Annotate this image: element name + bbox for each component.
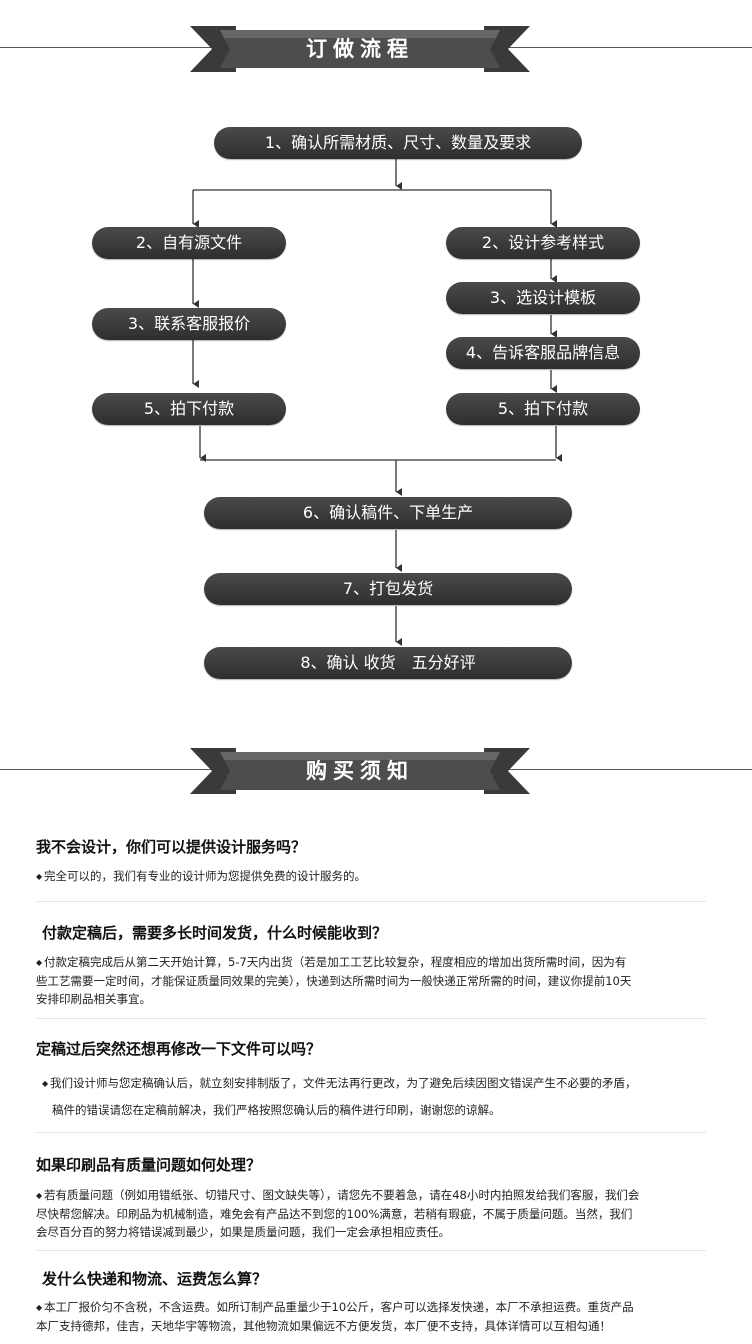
flow-right-step-2: 2、设计参考样式 xyxy=(446,227,640,259)
flow-right-step-4: 4、告诉客服品牌信息 xyxy=(446,337,640,369)
flow-step-7: 7、打包发货 xyxy=(204,573,572,605)
flow-left-step-2: 2、自有源文件 xyxy=(92,227,286,259)
faq-answer: ◆若有质量问题（例如用错纸张、切错尺寸、图文缺失等），请您先不要着急，请在48小… xyxy=(36,1186,720,1241)
faq-answer: ◆我们设计师与您定稿确认后，就立刻安排制版了，文件无法再行更改，为了避免后续因图… xyxy=(42,1070,726,1123)
notice-banner: 购买须知 xyxy=(0,746,752,796)
bullet-icon: ◆ xyxy=(36,958,43,967)
answer-line: 安排印刷品相关事宜。 xyxy=(36,992,151,1006)
answer-line: 本工厂报价匀不含税，不含运费。如所订制产品重量少于10公斤，客户可以选择发快递，… xyxy=(44,1300,634,1314)
answer-line: 尽快帮您解决。印刷品为机械制造，难免会有产品达不到您的100%满意，若稍有瑕疵，… xyxy=(36,1207,633,1221)
answer-line: 会尽百分百的努力将错误减到最少，如果是质量问题，我们一定会承担相应责任。 xyxy=(36,1225,450,1239)
bullet-icon: ◆ xyxy=(36,1303,43,1312)
faq-answer: ◆完全可以的，我们有专业的设计师为您提供免费的设计服务的。 xyxy=(36,867,720,886)
flow-connectors xyxy=(192,159,562,646)
flow-step-8: 8、确认 收货 五分好评 xyxy=(204,647,572,679)
bullet-icon: ◆ xyxy=(36,1191,43,1200)
answer-line: 完全可以的，我们有专业的设计师为您提供免费的设计服务的。 xyxy=(44,869,366,883)
flow-left-step-3: 3、联系客服报价 xyxy=(92,308,286,340)
faq-question: 如果印刷品有质量问题如何处理？ xyxy=(36,1156,262,1174)
flow-step-1: 1、确认所需材质、尺寸、数量及要求 xyxy=(214,127,582,159)
faq-answer: ◆本工厂报价匀不含税，不含运费。如所订制产品重量少于10公斤，客户可以选择发快递… xyxy=(36,1298,720,1335)
faq-divider xyxy=(36,1018,706,1019)
answer-line: 些工艺需要一定时间，才能保证质量同效果的完美），快递到达所需时间为一般快递正常所… xyxy=(36,974,632,988)
answer-line: 稿件的错误请您在定稿前解决，我们严格按照您确认后的稿件进行印刷，谢谢您的谅解。 xyxy=(52,1103,501,1117)
flow-right-step-5: 5、拍下付款 xyxy=(446,393,640,425)
faq-divider xyxy=(36,1250,706,1251)
flow-step-6: 6、确认稿件、下单生产 xyxy=(204,497,572,529)
faq-divider xyxy=(36,1132,706,1133)
banner-ribbon xyxy=(190,748,530,794)
flow-left-step-5: 5、拍下付款 xyxy=(92,393,286,425)
process-banner: 订做流程 xyxy=(0,24,752,74)
faq-divider xyxy=(36,901,706,902)
faq-answer: ◆付款定稿完成后从第二天开始计算，5-7天内出货（若是加工工艺比较复杂，程度相应… xyxy=(36,953,720,1008)
flow-right-step-3: 3、选设计模板 xyxy=(446,282,640,314)
faq-question: 定稿过后突然还想再修改一下文件可以吗？ xyxy=(36,1040,322,1058)
faq-question: 发什么快递和物流、运费怎么算？ xyxy=(42,1270,268,1288)
banner-ribbon xyxy=(190,26,530,72)
faq-question: 付款定稿后，需要多长时间发货，什么时候能收到？ xyxy=(42,924,388,942)
notice-title: 购买须知 xyxy=(306,759,414,783)
answer-line: 我们设计师与您定稿确认后，就立刻安排制版了，文件无法再行更改，为了避免后续因图文… xyxy=(50,1076,637,1090)
process-title: 订做流程 xyxy=(306,37,414,61)
answer-line: 本厂支持德邦，佳吉，天地华宇等物流，其他物流如果偏远不方便发货，本厂便不支持，具… xyxy=(36,1319,611,1333)
answer-line: 付款定稿完成后从第二天开始计算，5-7天内出货（若是加工工艺比较复杂，程度相应的… xyxy=(44,955,627,969)
faq-question: 我不会设计，你们可以提供设计服务吗？ xyxy=(36,838,307,856)
bullet-icon: ◆ xyxy=(36,872,43,881)
answer-line: 若有质量问题（例如用错纸张、切错尺寸、图文缺失等），请您先不要着急，请在48小时… xyxy=(44,1188,640,1202)
bullet-icon: ◆ xyxy=(42,1079,49,1088)
